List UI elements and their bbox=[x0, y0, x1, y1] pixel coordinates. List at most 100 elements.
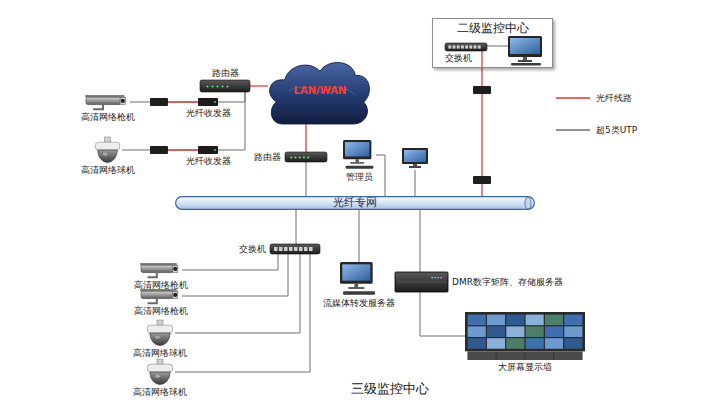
icon-part bbox=[343, 291, 375, 294]
network-cable bbox=[420, 292, 465, 336]
device-label: 管理员 bbox=[346, 172, 373, 182]
media-converter bbox=[150, 146, 168, 154]
dome-camera-icon bbox=[93, 137, 122, 163]
icon-part bbox=[465, 45, 468, 48]
network-cable bbox=[175, 254, 300, 333]
icon-part bbox=[294, 247, 298, 251]
icon-part bbox=[395, 272, 448, 292]
icon-part bbox=[284, 247, 288, 251]
icon-part bbox=[120, 98, 125, 105]
keyboard bbox=[511, 63, 541, 66]
icon-part bbox=[474, 45, 477, 48]
monitor-stand bbox=[523, 57, 527, 60]
icon-part bbox=[465, 312, 585, 351]
device-label: 路由器 bbox=[212, 68, 239, 78]
icon-part bbox=[397, 282, 446, 283]
legend-sample bbox=[556, 126, 590, 134]
monitor-screen bbox=[404, 150, 426, 162]
network-cable bbox=[481, 51, 482, 196]
icon-part bbox=[487, 315, 505, 326]
legend-sample bbox=[556, 94, 590, 102]
utp-cable bbox=[415, 170, 416, 196]
network-switch-icon bbox=[445, 43, 487, 51]
legend-line bbox=[556, 129, 590, 131]
icon-part bbox=[526, 315, 544, 326]
icon-part bbox=[478, 45, 481, 48]
icon-part bbox=[148, 299, 157, 304]
streaming-server: 流媒体转发服务器 bbox=[340, 262, 378, 296]
icon-part bbox=[299, 157, 301, 159]
bullet-camera-icon bbox=[85, 94, 130, 110]
caption: 三级监控中心 bbox=[330, 380, 450, 398]
icon-part bbox=[525, 197, 531, 209]
icon-part bbox=[303, 157, 305, 159]
network-cable bbox=[376, 155, 385, 196]
icon-part bbox=[141, 265, 174, 272]
icon-part bbox=[270, 63, 370, 124]
bullet-camera-icon bbox=[140, 262, 182, 278]
dome-camera: 高清网络球机 bbox=[93, 137, 122, 163]
legend-text: 光纤线路 bbox=[596, 92, 632, 105]
icon-part bbox=[274, 247, 278, 251]
device-label: 光纤收发器 bbox=[186, 108, 231, 118]
icon-part bbox=[157, 359, 163, 364]
icon-part bbox=[506, 338, 524, 349]
icon-part bbox=[222, 86, 224, 88]
network-cable bbox=[250, 85, 268, 86]
icon-part bbox=[95, 142, 119, 150]
icon-part bbox=[147, 364, 172, 372]
icon-part bbox=[173, 293, 177, 297]
icon-part bbox=[212, 86, 214, 88]
network-cable bbox=[305, 124, 306, 152]
icon-part bbox=[150, 372, 170, 384]
icon-part bbox=[105, 137, 111, 142]
icon-part bbox=[121, 99, 125, 103]
icon-part bbox=[525, 352, 526, 360]
monitoring-center: 二级监控中心交换机 bbox=[432, 18, 553, 68]
icon-part bbox=[217, 86, 219, 88]
icon-part bbox=[545, 326, 563, 337]
monitor-stand bbox=[413, 164, 417, 166]
video-wall-icon bbox=[465, 312, 585, 360]
dome-camera-icon bbox=[145, 320, 175, 346]
legend-line bbox=[556, 97, 590, 99]
icon-part bbox=[173, 292, 178, 299]
icon-part bbox=[207, 86, 209, 88]
fiber-segment bbox=[168, 149, 198, 150]
icon-part bbox=[285, 152, 327, 162]
device-label: LAN/WAN bbox=[294, 85, 347, 97]
icon-part bbox=[437, 277, 439, 279]
icon-part bbox=[453, 45, 456, 48]
monitor-frame bbox=[508, 36, 542, 57]
icon-part bbox=[469, 45, 472, 48]
media-converter bbox=[473, 86, 491, 94]
icon-part bbox=[198, 146, 218, 154]
device-label: 光纤专网 bbox=[333, 197, 377, 210]
media-converter bbox=[473, 176, 491, 184]
legend-item: 超5类UTP bbox=[556, 124, 637, 136]
device-label: 交换机 bbox=[445, 53, 472, 63]
network-cable bbox=[218, 92, 245, 150]
device-label: 交换机 bbox=[239, 244, 266, 254]
icon-part bbox=[340, 262, 373, 284]
router: 路由器 bbox=[285, 152, 327, 162]
icon-part bbox=[526, 326, 544, 337]
bullet-camera-icon bbox=[140, 288, 182, 304]
monitor-frame bbox=[402, 148, 428, 164]
icon-part bbox=[103, 153, 108, 156]
icon-part bbox=[356, 159, 359, 162]
network-cable bbox=[218, 92, 245, 102]
network-switch-icon bbox=[270, 244, 320, 254]
icon-part bbox=[487, 326, 505, 337]
device-label: 二级监控中心 bbox=[457, 22, 529, 36]
streaming-server-icon bbox=[340, 262, 378, 296]
network-cable bbox=[359, 210, 360, 262]
icon-part bbox=[173, 267, 177, 271]
icon-part bbox=[304, 247, 308, 251]
client-pc bbox=[402, 148, 428, 168]
icon-part bbox=[147, 325, 172, 333]
icon-part bbox=[270, 244, 320, 254]
icon-part bbox=[445, 43, 487, 51]
icon-part bbox=[290, 157, 292, 159]
icon-part bbox=[461, 45, 464, 48]
